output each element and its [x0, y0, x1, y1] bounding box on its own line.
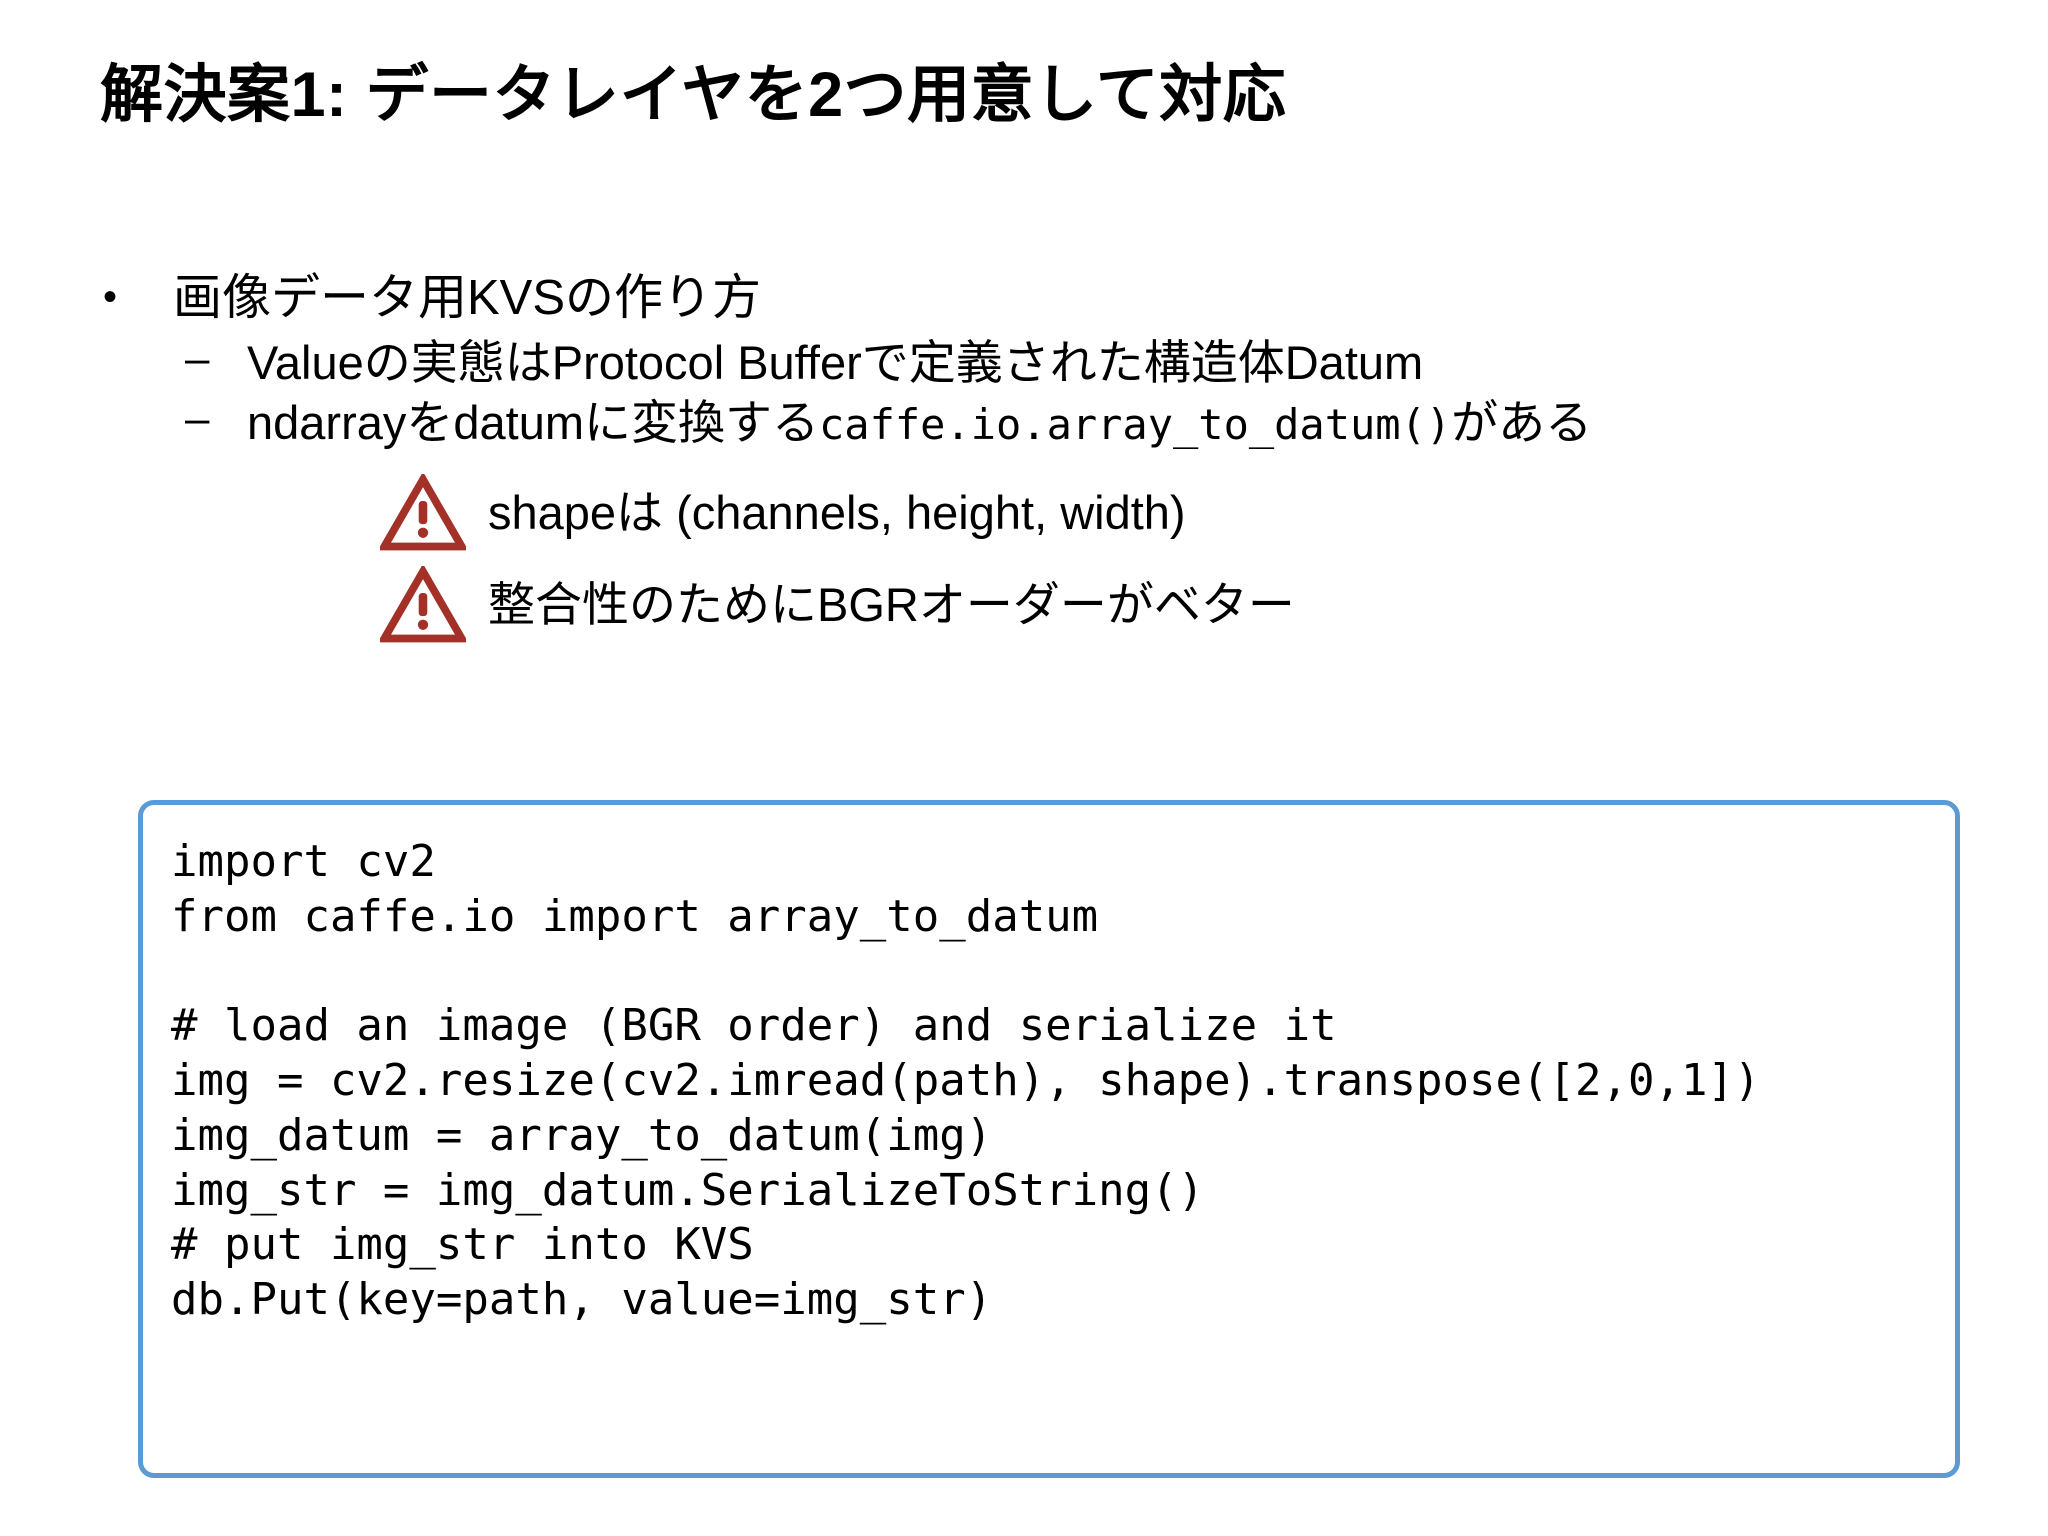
bullet-marker-dash: – [185, 333, 210, 383]
inline-code-segment: caffe.io.array_to_datum() [819, 400, 1452, 450]
bullet-marker-dot: • [103, 275, 118, 319]
bullet-level2-label: ndarrayをdatumに変換するcaffe.io.array_to_datu… [247, 395, 1975, 451]
code-block-text: import cv2 from caffe.io import array_to… [171, 836, 1761, 1326]
bullet-level2: – ndarrayをdatumに変換するcaffe.io.array_to_da… [185, 394, 1975, 451]
warning-list: shapeは (channels, height, width) 整合性のために… [380, 473, 1975, 644]
code-block-container: import cv2 from caffe.io import array_to… [138, 800, 1960, 1478]
warning-label: shapeは (channels, height, width) [488, 485, 1186, 539]
warning-triangle-icon [380, 565, 466, 643]
bullet-marker-dash: – [185, 394, 210, 444]
warning-row: 整合性のためにBGRオーダーがベター [380, 565, 1975, 644]
bullet-level1-label: 画像データ用KVSの作り方 [173, 271, 762, 325]
bullet-level2-label: Valueの実態はProtocol Bufferで定義された構造体Datum [247, 335, 1975, 391]
bullet-level2: – Valueの実態はProtocol Bufferで定義された構造体Datum [185, 333, 1975, 391]
warning-label: 整合性のためにBGRオーダーがベター [488, 577, 1295, 631]
bullet-text-segment: Valueの実態はProtocol Bufferで定義された構造体Datum [247, 335, 1424, 389]
warning-triangle-icon [380, 473, 466, 551]
bullet-text-segment: ndarrayをdatumに変換する [247, 396, 819, 450]
slide-body: • 画像データ用KVSの作り方 – Valueの実態はProtocol Buff… [95, 270, 1975, 658]
bullet-level1: • 画像データ用KVSの作り方 [95, 270, 1975, 327]
bullet-text-segment: がある [1451, 396, 1593, 450]
warning-row: shapeは (channels, height, width) [380, 473, 1975, 552]
page-title: 解決案1: データレイヤを2つ用意して対応 [100, 60, 1287, 130]
